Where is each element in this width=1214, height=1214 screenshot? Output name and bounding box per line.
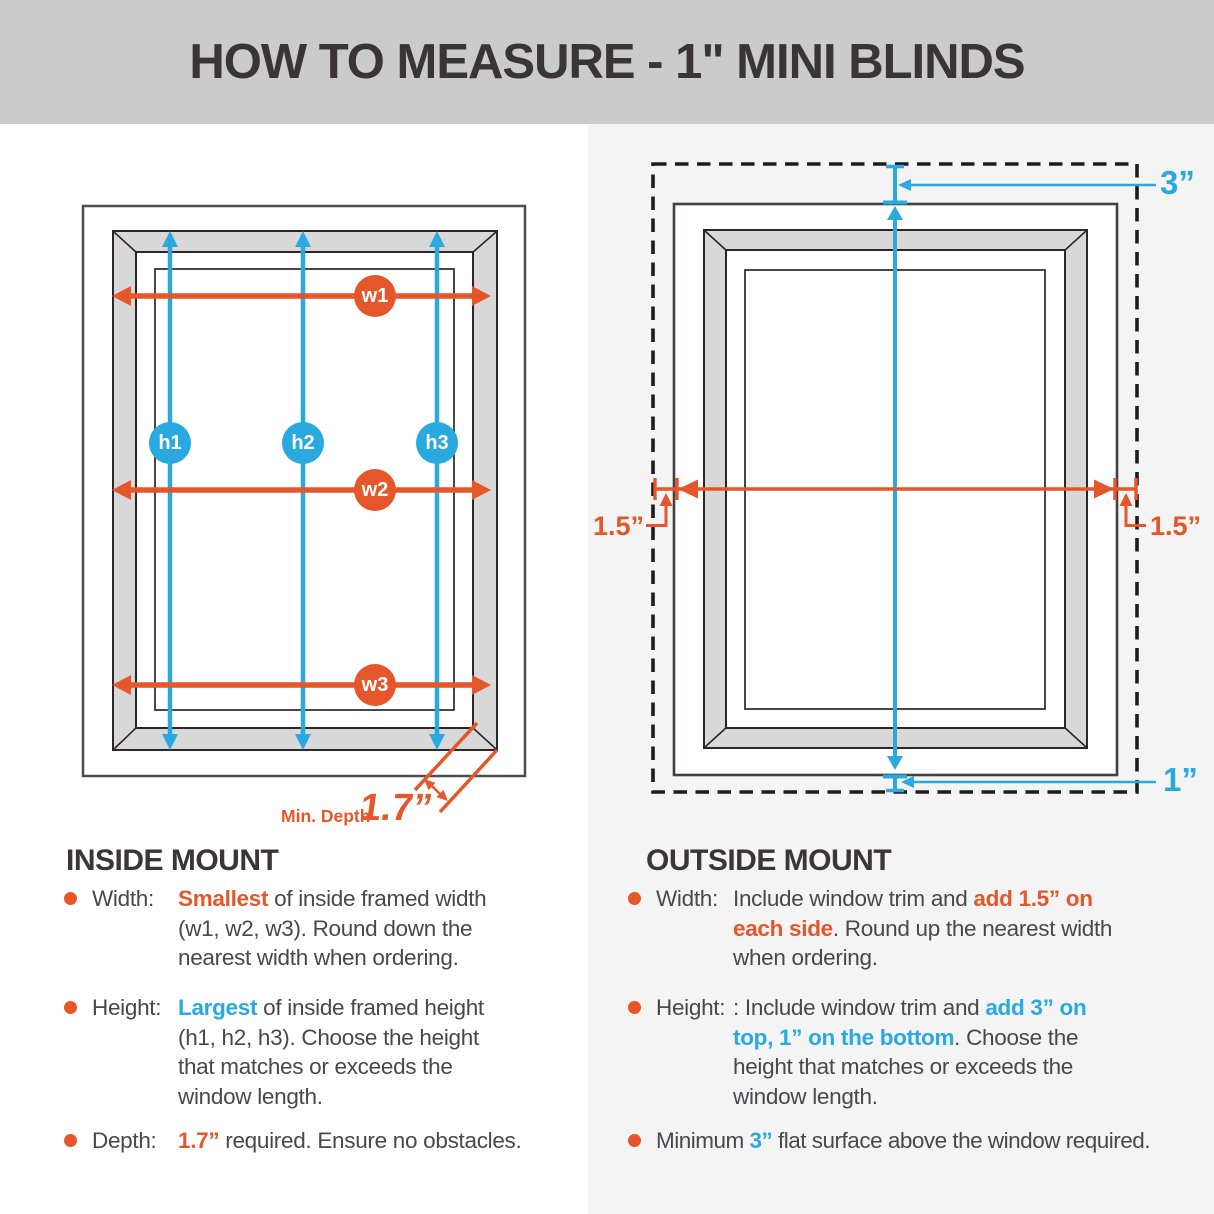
right-offset-value: 1.5” — [1150, 511, 1202, 541]
inside-width-label: Width: — [92, 886, 154, 911]
left-offset-value: 1.5” — [592, 511, 644, 541]
emphasis-blue: 3” — [749, 1128, 773, 1153]
top-offset-value: 3” — [1160, 164, 1195, 201]
bottom-offset-value: 1” — [1163, 761, 1198, 798]
w2-label: w2 — [361, 478, 389, 501]
text: of inside framed height — [257, 995, 484, 1020]
outside-height-label: Height: — [656, 995, 726, 1020]
text-line: Smallest of inside framed width — [178, 884, 487, 914]
outside-width-item: Width: Include window trim and add 1.5” … — [628, 884, 1112, 973]
h2-badge: h2 — [282, 422, 324, 464]
inside-height-desc: Largest of inside framed height (h1, h2,… — [178, 993, 484, 1111]
text: . Choose the — [954, 1024, 1079, 1050]
inside-mount-window-diagram — [81, 204, 527, 814]
w1-label: w1 — [361, 284, 389, 307]
bullet-icon — [64, 884, 92, 973]
bullet-icon — [64, 1126, 92, 1156]
emphasis-orange: add 1.5” on — [973, 886, 1093, 911]
text-line: top, 1” on the bottom. Choose the — [733, 1023, 1086, 1053]
text-line: height that matches or exceeds the — [733, 1054, 1074, 1079]
text: Minimum — [656, 1128, 750, 1153]
text: . Round up the nearest width — [832, 915, 1113, 941]
inside-depth-label: Depth: — [92, 1128, 157, 1153]
width-dimension-line — [653, 478, 1138, 500]
text-line: nearest width when ordering. — [178, 945, 459, 970]
text-line: when ordering. — [733, 945, 878, 970]
outside-mount-window-diagram — [646, 162, 1156, 794]
emphasis-orange: each side — [733, 915, 833, 941]
text-line: 1.7” required. Ensure no obstacles. — [178, 1126, 522, 1156]
text-line: : Include window trim and add 3” on — [733, 993, 1087, 1023]
outside-mount-title: OUTSIDE MOUNT — [646, 844, 892, 877]
bullet-icon — [628, 993, 656, 1111]
text: Include window trim and — [733, 886, 974, 911]
bottom-offset-ibeam — [883, 774, 1156, 793]
text: of inside framed width — [268, 886, 487, 911]
header-banner: HOW TO MEASURE - 1" MINI BLINDS — [0, 0, 1214, 124]
h1-badge: h1 — [149, 422, 191, 464]
text: : Include window trim and — [733, 995, 986, 1020]
min-depth-callout — [413, 721, 499, 814]
emphasis-blue: top, 1” on the bottom — [733, 1024, 955, 1050]
w3-label: w3 — [361, 673, 389, 696]
w3-badge: w3 — [354, 664, 396, 706]
emphasis-orange: Smallest — [178, 886, 269, 911]
text: required. Ensure no obstacles. — [219, 1128, 522, 1153]
width-measure-arrows — [112, 286, 491, 695]
emphasis-blue: Largest — [178, 995, 258, 1020]
w1-badge: w1 — [354, 275, 396, 317]
outside-width-label: Width: — [656, 886, 718, 911]
text-line: Largest of inside framed height — [178, 993, 484, 1023]
outside-width-desc: Include window trim and add 1.5” on each… — [733, 884, 1112, 973]
text-line: each side. Round up the nearest width — [733, 914, 1112, 944]
h3-label: h3 — [425, 431, 449, 454]
w2-badge: w2 — [354, 469, 396, 511]
top-offset-ibeam — [883, 164, 1156, 205]
outside-note-item: Minimum 3” flat surface above the window… — [628, 1126, 1151, 1156]
text-line: Include window trim and add 1.5” on — [733, 884, 1112, 914]
bullet-icon — [628, 884, 656, 973]
emphasis-orange: 1.7” — [178, 1128, 220, 1153]
bullet-icon — [628, 1126, 656, 1156]
side-offset-pointers — [646, 493, 1146, 527]
text-line: window length. — [178, 1083, 323, 1109]
h2-label: h2 — [291, 431, 315, 454]
inside-height-item: Height: Largest of inside framed height … — [64, 993, 484, 1111]
page-title: HOW TO MEASURE - 1" MINI BLINDS — [189, 35, 1025, 89]
outside-note-desc: Minimum 3” flat surface above the window… — [656, 1126, 1151, 1156]
min-depth-value: 1.7” — [357, 787, 435, 829]
inside-depth-item: Depth: 1.7” required. Ensure no obstacle… — [64, 1126, 522, 1156]
inside-width-item: Width: Smallest of inside framed width (… — [64, 884, 487, 973]
bullet-icon — [64, 993, 92, 1111]
h3-badge: h3 — [416, 422, 458, 464]
text-line: (h1, h2, h3). Choose the height — [178, 1024, 479, 1050]
text-line: (w1, w2, w3). Round down the — [178, 915, 473, 941]
text: flat surface above the window required. — [772, 1128, 1151, 1153]
text-line: Minimum 3” flat surface above the window… — [656, 1126, 1151, 1156]
outside-height-desc: : Include window trim and add 3” on top,… — [733, 993, 1087, 1111]
inside-depth-desc: 1.7” required. Ensure no obstacles. — [178, 1126, 522, 1156]
text-line: that matches or exceeds the — [178, 1054, 453, 1079]
min-depth-label: Min. Depth — [281, 806, 371, 826]
text-line: window length. — [733, 1083, 878, 1109]
inside-width-desc: Smallest of inside framed width (w1, w2,… — [178, 884, 487, 973]
emphasis-blue: add 3” on — [985, 995, 1087, 1020]
inside-mount-title: INSIDE MOUNT — [66, 844, 279, 877]
inside-height-label: Height: — [92, 995, 162, 1020]
h1-label: h1 — [158, 431, 182, 454]
outside-height-item: Height: : Include window trim and add 3”… — [628, 993, 1087, 1111]
